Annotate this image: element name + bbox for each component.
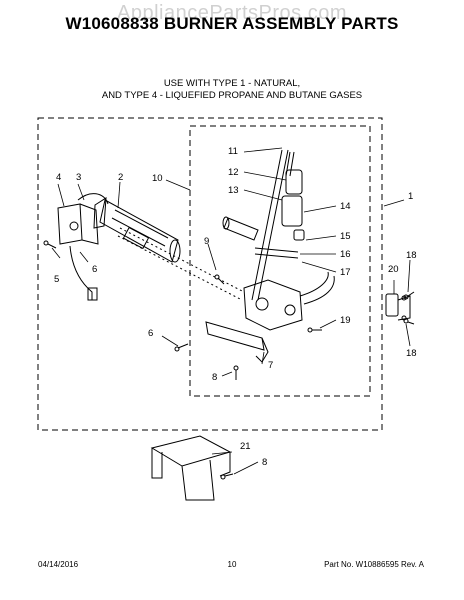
valve-bracket (205, 321, 265, 351)
callout-6-lower: 6 (148, 328, 153, 339)
footer-page-number: 10 (227, 560, 237, 569)
usage-note-line2: AND TYPE 4 - LIQUEFIED PROPANE AND BUTAN… (101, 90, 363, 101)
flame-sensor (385, 293, 411, 321)
valve-assembly-boundary (189, 125, 371, 397)
callout-8-bottom: 8 (262, 457, 267, 468)
callout-12: 12 (228, 167, 239, 178)
callout-3: 3 (76, 172, 81, 183)
mounting-bracket (150, 435, 232, 501)
callout-10: 10 (152, 173, 163, 184)
callout-5: 5 (54, 274, 59, 285)
footer-part-number: Part No. W10886595 Rev. A (324, 560, 424, 569)
callout-9: 9 (204, 236, 209, 247)
wire-connector (87, 287, 98, 301)
tube-10 (117, 227, 245, 301)
burner-tube (93, 197, 181, 263)
pilot-pipe (223, 217, 259, 241)
callout-18-top: 18 (406, 250, 417, 261)
screws (43, 240, 415, 480)
coil-mounting-rod (251, 149, 289, 301)
callout-4: 4 (56, 172, 61, 183)
callout-8-middle: 8 (212, 372, 217, 383)
callout-7: 7 (268, 360, 273, 371)
callout-21: 21 (240, 441, 251, 452)
rod-11 (285, 151, 295, 177)
footer-date: 04/14/2016 (38, 560, 79, 569)
assembly-boundary (37, 117, 383, 431)
callout-19: 19 (340, 315, 351, 326)
callout-20: 20 (388, 264, 399, 275)
callout-11: 11 (228, 146, 238, 157)
callout-14: 14 (340, 201, 351, 212)
callout-2: 2 (118, 172, 123, 183)
page-title: W10608838 BURNER ASSEMBLY PARTS (65, 14, 399, 33)
igniter-bracket (57, 203, 99, 245)
burner-funnel (77, 193, 109, 205)
watermark: AppliancePartsPros.com (117, 2, 347, 24)
callout-17: 17 (340, 267, 351, 278)
gas-valve-coils (281, 169, 305, 241)
igniter-wire (69, 245, 93, 300)
gas-valve (243, 271, 335, 331)
callout-1: 1 (408, 191, 413, 202)
usage-note-line1: USE WITH TYPE 1 - NATURAL, (163, 78, 301, 89)
callout-16: 16 (340, 249, 351, 260)
callout-13: 13 (228, 185, 239, 196)
callout-6-left: 6 (92, 264, 97, 275)
callout-18-bottom: 18 (406, 348, 417, 359)
callout-15: 15 (340, 231, 351, 242)
sensor-tube (254, 247, 299, 259)
